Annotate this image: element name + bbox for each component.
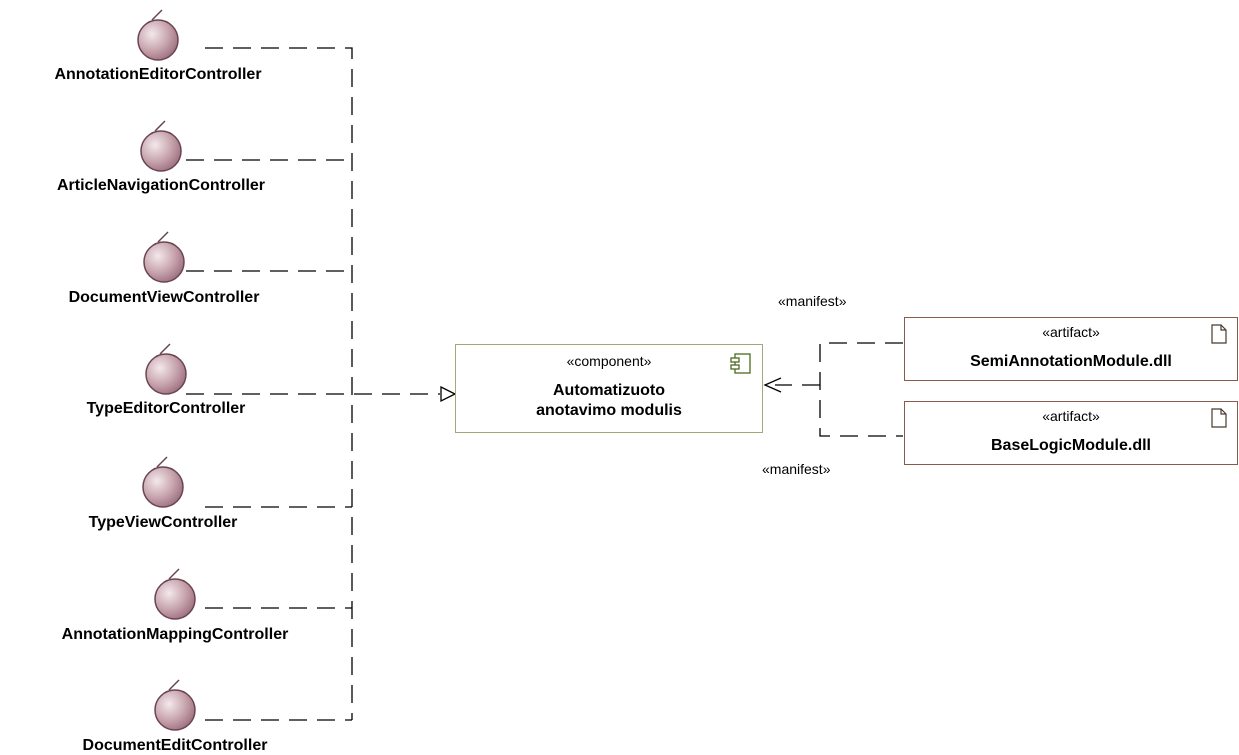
controller-label: TypeEditorController bbox=[86, 400, 246, 417]
document-icon bbox=[1211, 408, 1227, 428]
controller-label: ArticleNavigationController bbox=[56, 177, 266, 194]
artifact-stereotype: «artifact» bbox=[1042, 324, 1100, 340]
manifest-label: «manifest» bbox=[778, 293, 847, 309]
artifact-stereotype: «artifact» bbox=[1042, 408, 1100, 424]
manifest-label: «manifest» bbox=[762, 461, 831, 477]
control-icon bbox=[145, 343, 187, 395]
manifest-arrowhead bbox=[763, 377, 782, 393]
component-stereotype: «component» bbox=[566, 353, 652, 369]
control-icon bbox=[142, 456, 184, 508]
dependency-lines bbox=[186, 47, 440, 721]
control-icon bbox=[154, 568, 196, 620]
control-icon bbox=[140, 120, 182, 172]
controller-label: DocumentViewController bbox=[68, 289, 260, 306]
component-name: Automatizuoto anotavimo modulis bbox=[456, 381, 762, 421]
bus-line bbox=[205, 47, 353, 720]
control-icons bbox=[137, 9, 196, 731]
controller-label: AnnotationEditorController bbox=[54, 66, 262, 83]
controller-label: TypeViewController bbox=[88, 514, 238, 531]
artifact-box[interactable]: «artifact» SemiAnnotationModule.dll bbox=[904, 317, 1238, 381]
component-name-line1: Automatizuoto bbox=[553, 382, 665, 399]
artifact-name: SemiAnnotationModule.dll bbox=[970, 353, 1172, 370]
component-box[interactable]: «component» Automatizuoto anotavimo modu… bbox=[455, 344, 763, 433]
control-icon bbox=[143, 231, 185, 283]
control-icon bbox=[154, 679, 196, 731]
component-name-line2: anotavimo modulis bbox=[536, 402, 682, 419]
component-icon bbox=[730, 353, 751, 374]
controller-label: DocumentEditController bbox=[82, 737, 268, 754]
artifact-name: BaseLogicModule.dll bbox=[990, 437, 1151, 454]
document-icon bbox=[1211, 324, 1227, 344]
manifest-bracket bbox=[819, 342, 903, 437]
artifact-box[interactable]: «artifact» BaseLogicModule.dll bbox=[904, 401, 1238, 465]
control-icon bbox=[137, 9, 179, 61]
manifest-lines bbox=[775, 342, 903, 437]
controller-label: AnnotationMappingController bbox=[61, 626, 289, 643]
dependency-arrowhead bbox=[440, 385, 457, 403]
